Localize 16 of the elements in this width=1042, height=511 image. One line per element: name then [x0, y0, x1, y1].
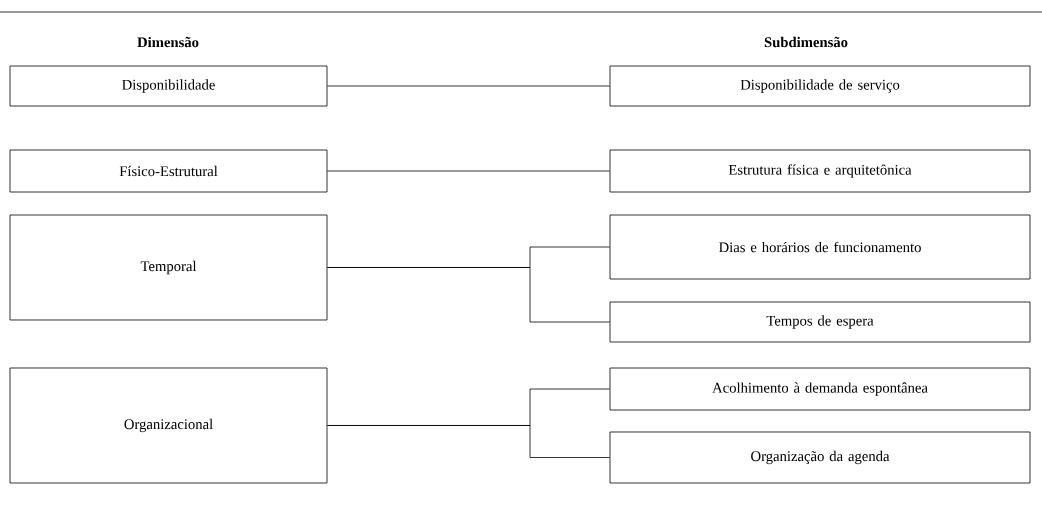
connector-line	[327, 170, 610, 172]
connector-line	[327, 85, 610, 87]
text-box: Disponibilidade de serviço	[609, 65, 1031, 107]
text-box: Temporal	[9, 214, 328, 321]
text-box: Físico-Estrutural	[9, 149, 328, 193]
text-box: Organização da agenda	[609, 431, 1031, 484]
connector-line	[327, 425, 610, 458]
text-box: Tempos de espera	[609, 301, 1031, 343]
connector-line	[327, 267, 610, 323]
text-box: Disponibilidade	[9, 65, 328, 107]
column-header: Dimensão	[137, 36, 199, 48]
column-header: Subdimensão	[764, 36, 848, 48]
text-box: Organizacional	[9, 367, 328, 484]
text-box: Estrutura física e arquitetônica	[609, 149, 1031, 193]
text-box: Acolhimento à demanda espontânea	[609, 367, 1031, 411]
text-box: Dias e horários de funcionamento	[609, 214, 1031, 280]
